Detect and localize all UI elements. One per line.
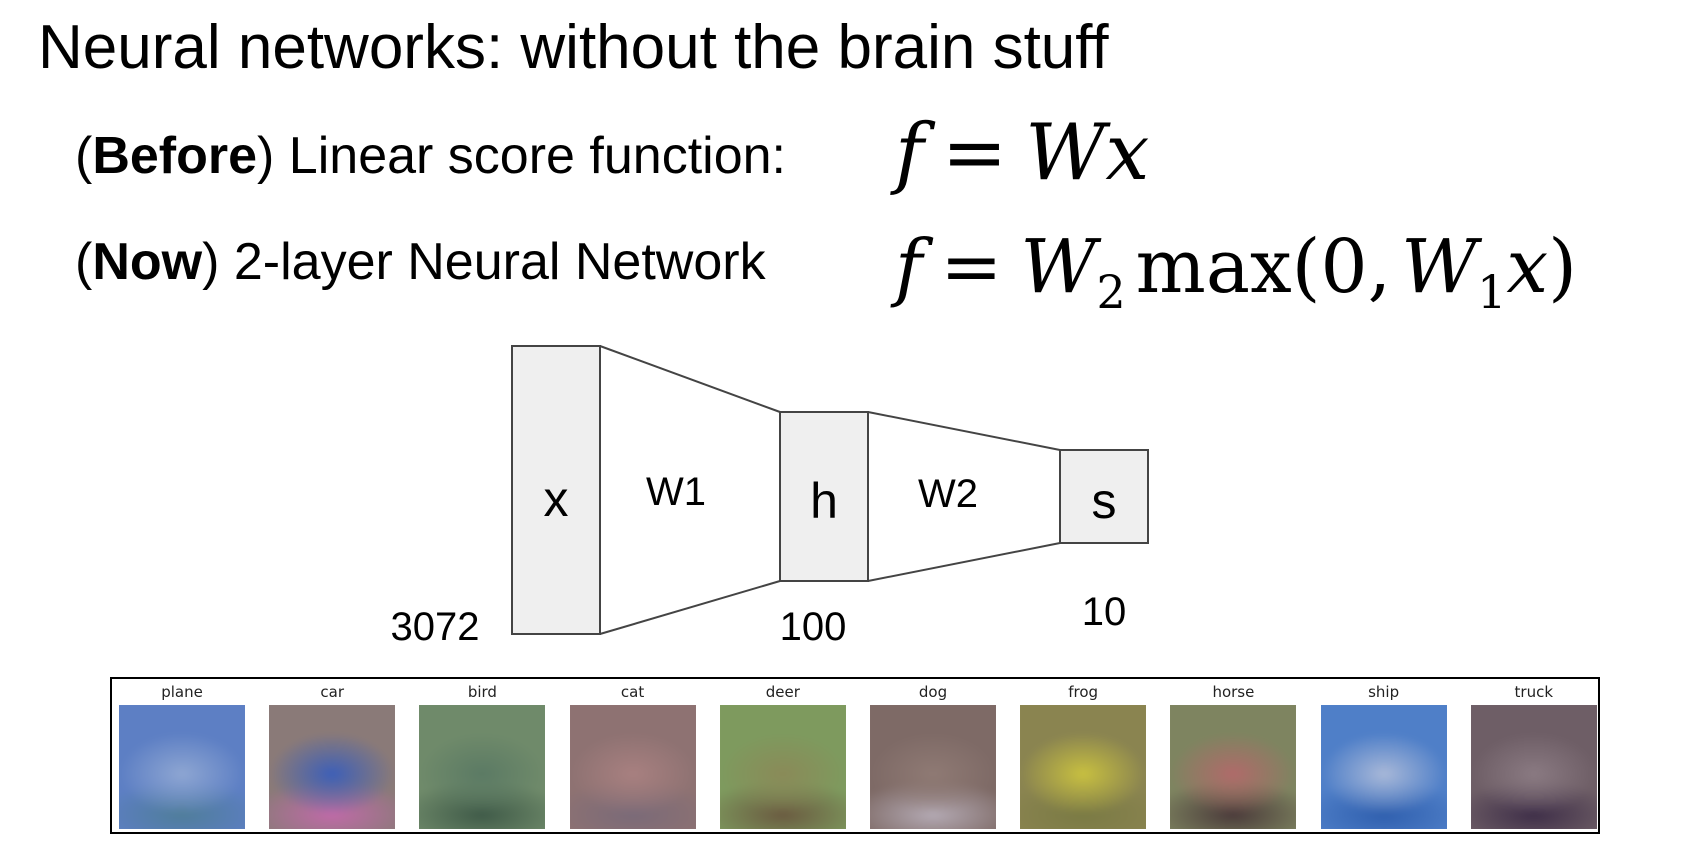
template-image [1470, 705, 1597, 829]
template-label: bird [467, 683, 497, 701]
layer-x-symbol: x [544, 471, 569, 527]
layer-s-symbol: s [1092, 473, 1117, 529]
formula-equals: = [941, 108, 1008, 198]
template-image-frame [1470, 705, 1597, 829]
now-label: (Now) 2-layer Neural Network [75, 233, 766, 291]
layer-s-size: 10 [1082, 590, 1127, 634]
linear-formula: f=Wx [895, 114, 1149, 192]
template-image-frame [1170, 705, 1297, 829]
template-label: frog [1068, 683, 1099, 701]
template-image-frame [569, 705, 696, 829]
template-label: deer [765, 683, 800, 701]
formula-x: x [1105, 108, 1150, 198]
template-label: ship [1368, 683, 1400, 701]
template-image [269, 705, 396, 829]
template-image-frame [719, 705, 846, 829]
template-image [1170, 705, 1297, 829]
template-image-frame [870, 705, 996, 829]
slide-title: Neural networks: without the brain stuff [38, 13, 1109, 82]
layer-s-box [1059, 449, 1149, 544]
nn-formula-close: ) [1548, 224, 1578, 310]
template-cat: cat [569, 679, 697, 834]
layer-x-box [511, 345, 601, 635]
weight-w2-label: W2 [918, 472, 978, 516]
weight-w1-label: W1 [646, 470, 706, 514]
now-text: ) 2-layer Neural Network [202, 233, 766, 291]
connector-h-s-top [867, 411, 1061, 451]
template-image-frame [419, 705, 546, 829]
template-image-frame [269, 705, 396, 829]
template-bird: bird [418, 679, 546, 834]
now-open-paren: ( [75, 233, 93, 291]
layer-x-size: 3072 [391, 605, 480, 649]
layer-h-size: 100 [780, 605, 847, 649]
template-deer: deer [719, 679, 847, 834]
nn-formula-w1: W [1401, 224, 1478, 310]
template-car: car [268, 679, 396, 834]
before-label: (Before) Linear score function: [75, 127, 786, 185]
template-label: horse [1212, 683, 1255, 701]
nn-formula-w2-sub: 2 [1096, 265, 1126, 320]
nn-formula-x: x [1506, 224, 1549, 310]
template-image [719, 705, 846, 829]
layer-h-symbol: h [810, 473, 838, 529]
template-image [419, 705, 546, 829]
template-plane: plane [118, 679, 246, 834]
now-tag: Now [92, 233, 203, 291]
connector-x-h-top [599, 345, 781, 413]
template-ship: ship [1320, 679, 1448, 834]
template-image [870, 705, 996, 829]
template-frog: frog [1019, 679, 1147, 834]
template-dog: dog [869, 679, 997, 834]
template-label: dog [918, 683, 948, 701]
template-image-frame [1020, 705, 1147, 829]
template-horse: horse [1169, 679, 1297, 834]
before-tag: Before [92, 127, 258, 185]
template-label: cat [620, 683, 645, 701]
nn-formula-equals: = [940, 224, 1003, 310]
template-label: car [320, 683, 344, 701]
nn-formula-w1-sub: 1 [1477, 265, 1507, 320]
template-image [569, 705, 696, 829]
nn-formula-f: f [895, 224, 923, 310]
template-image [1320, 705, 1447, 829]
formula-w: W [1025, 108, 1106, 198]
before-open-paren: ( [75, 127, 93, 185]
template-image-frame [1320, 705, 1447, 829]
formula-f: f [895, 108, 924, 198]
class-templates-strip: plane car bird cat deer dog frog horse ship truck [110, 677, 1600, 834]
template-truck: truck [1470, 679, 1598, 834]
template-image [1020, 705, 1147, 829]
template-label: truck [1514, 683, 1554, 701]
nn-formula-w2: W [1020, 224, 1097, 310]
template-image [119, 705, 245, 829]
nn-formula-max: max(0, [1135, 224, 1392, 310]
before-text: ) Linear score function: [257, 127, 786, 185]
template-image-frame [119, 705, 245, 829]
template-label: plane [161, 683, 203, 701]
connector-h-s-bottom [867, 542, 1061, 582]
connector-x-h-bottom [599, 580, 781, 635]
layer-h-box [779, 411, 869, 582]
